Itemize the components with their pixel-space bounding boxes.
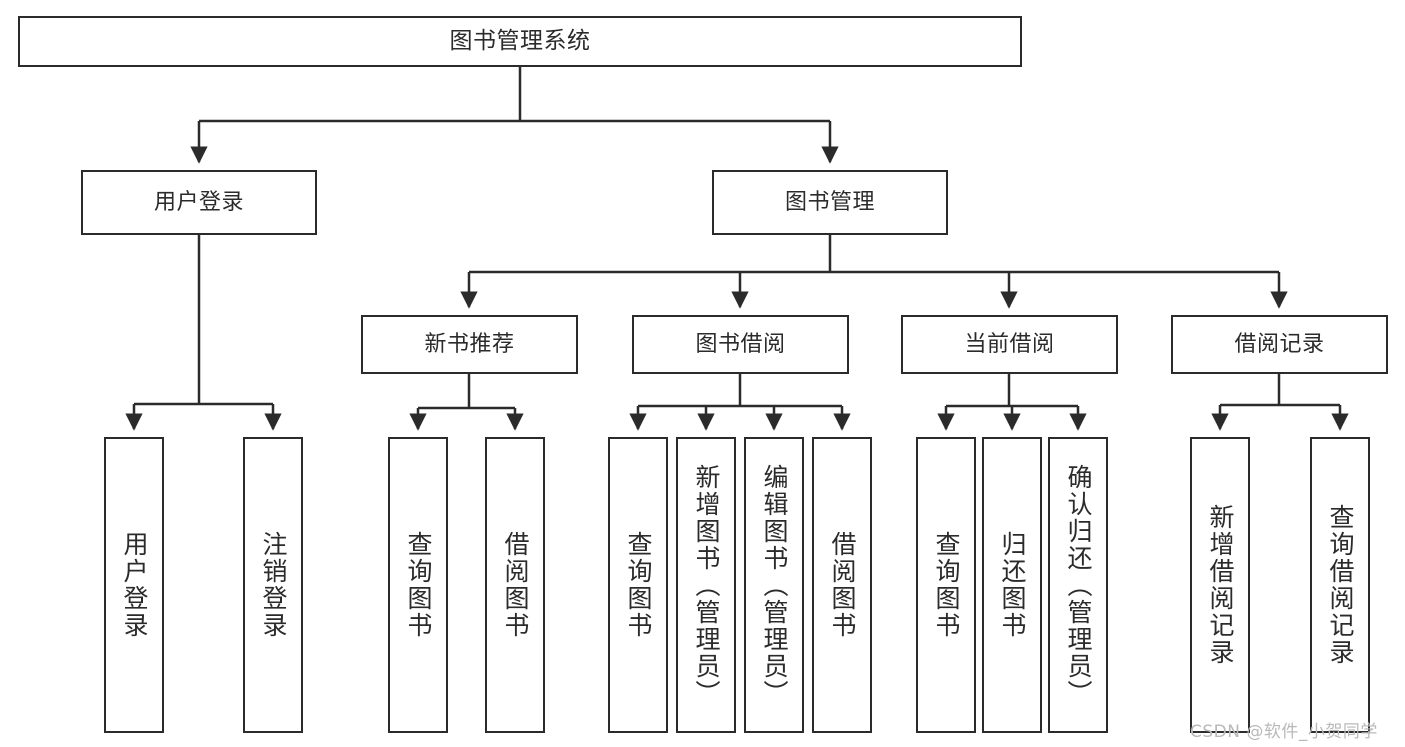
- csdn-watermark: CSDN @软件_小贺同学: [1190, 722, 1378, 742]
- leaf-borrow-book-label: 借阅图书: [828, 531, 857, 639]
- node-borrow-record-label: 借阅记录: [1234, 331, 1325, 357]
- node-root-label: 图书管理系统: [449, 27, 591, 54]
- leaf-borrow-book[interactable]: 借阅图书: [812, 437, 872, 733]
- node-new-book-recommend-label: 新书推荐: [424, 331, 515, 357]
- leaf-add-borrow-record-label: 新增借阅记录: [1206, 504, 1235, 666]
- leaf-borrow-query-book-label: 查询图书: [624, 531, 653, 639]
- leaf-edit-book-admin[interactable]: 编辑图书（管理员）: [744, 437, 804, 733]
- leaf-logout[interactable]: 注销登录: [243, 437, 303, 733]
- node-user-login-label: 用户登录: [153, 189, 244, 215]
- leaf-confirm-return-admin[interactable]: 确认归还（管理员）: [1048, 437, 1108, 733]
- leaf-current-query-book[interactable]: 查询图书: [916, 437, 976, 733]
- leaf-user-login[interactable]: 用户登录: [104, 437, 164, 733]
- leaf-add-borrow-record[interactable]: 新增借阅记录: [1190, 437, 1250, 733]
- leaf-newbook-query-book[interactable]: 查询图书: [388, 437, 448, 733]
- leaf-query-borrow-record[interactable]: 查询借阅记录: [1310, 437, 1370, 733]
- leaf-confirm-return-admin-label: 确认归还（管理员）: [1064, 463, 1093, 707]
- leaf-return-book-label: 归还图书: [998, 531, 1027, 639]
- leaf-add-book-admin[interactable]: 新增图书（管理员）: [676, 437, 736, 733]
- leaf-newbook-borrow-book-label: 借阅图书: [501, 531, 530, 639]
- leaf-edit-book-admin-label: 编辑图书（管理员）: [760, 463, 789, 707]
- node-current-borrow[interactable]: 当前借阅: [901, 315, 1118, 374]
- leaf-logout-label: 注销登录: [259, 531, 288, 639]
- leaf-user-login-label: 用户登录: [120, 531, 149, 639]
- leaf-borrow-query-book[interactable]: 查询图书: [608, 437, 668, 733]
- node-current-borrow-label: 当前借阅: [964, 331, 1055, 357]
- leaf-current-query-book-label: 查询图书: [932, 531, 961, 639]
- leaf-newbook-borrow-book[interactable]: 借阅图书: [485, 437, 545, 733]
- node-book-borrow-label: 图书借阅: [695, 331, 786, 357]
- leaf-return-book[interactable]: 归还图书: [982, 437, 1042, 733]
- node-book-borrow[interactable]: 图书借阅: [632, 315, 849, 374]
- node-borrow-record[interactable]: 借阅记录: [1171, 315, 1388, 374]
- node-user-login[interactable]: 用户登录: [81, 170, 317, 235]
- node-root[interactable]: 图书管理系统: [18, 16, 1022, 67]
- node-new-book-recommend[interactable]: 新书推荐: [361, 315, 578, 374]
- node-book-management-label: 图书管理: [784, 189, 875, 215]
- leaf-add-book-admin-label: 新增图书（管理员）: [692, 463, 721, 707]
- leaf-newbook-query-book-label: 查询图书: [404, 531, 433, 639]
- leaf-query-borrow-record-label: 查询借阅记录: [1326, 504, 1355, 666]
- node-book-management[interactable]: 图书管理: [712, 170, 948, 235]
